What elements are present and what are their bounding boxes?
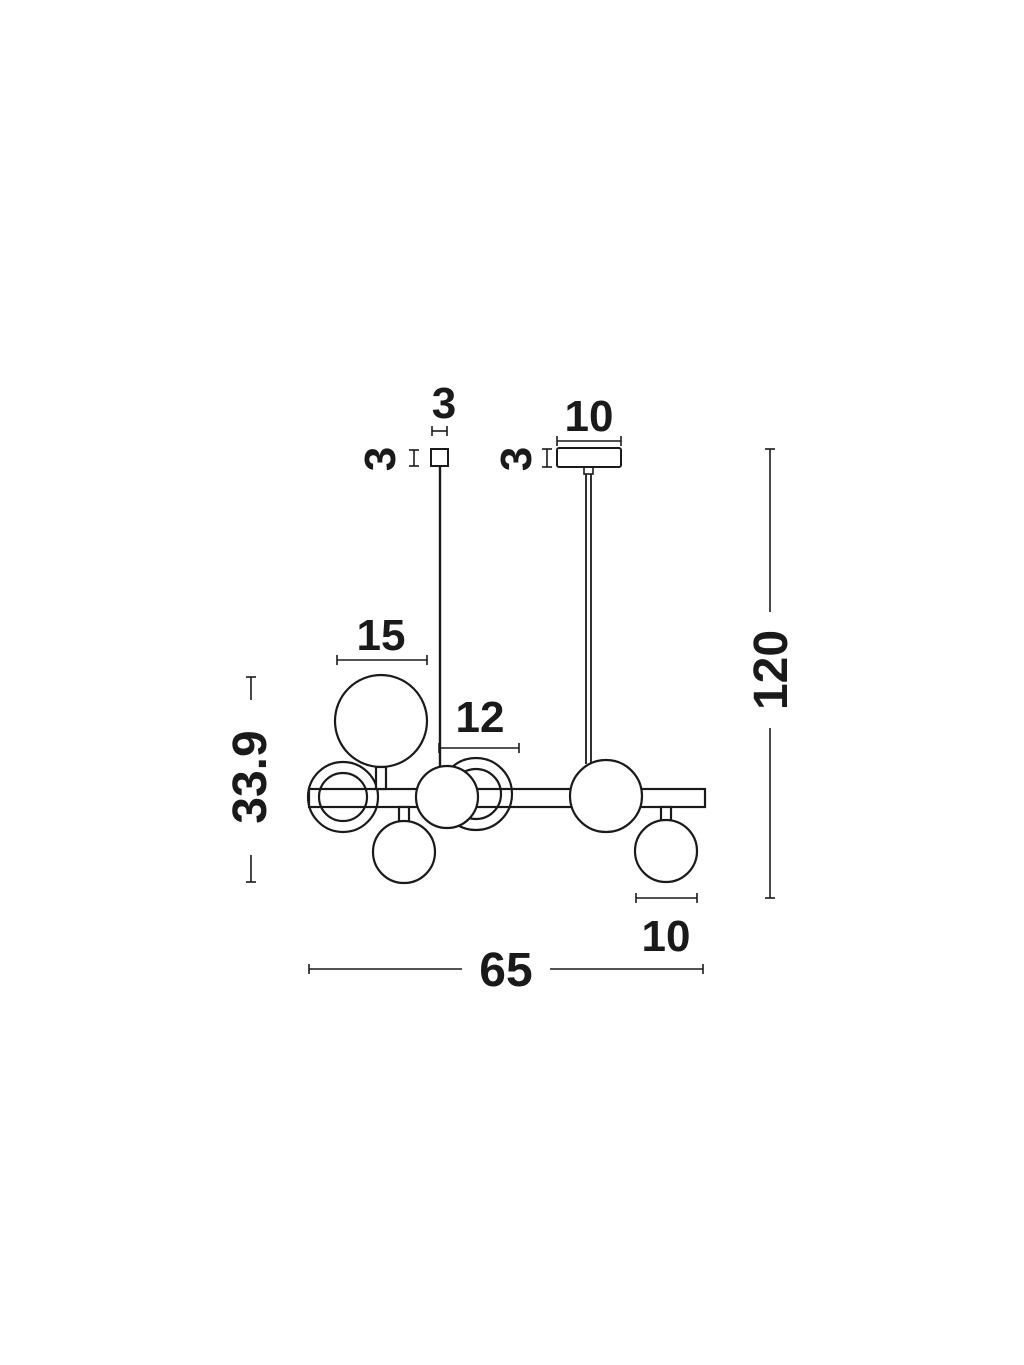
label-total-height: 120: [745, 630, 798, 710]
canopy-small: [430, 448, 449, 467]
globe-bottom-left: [371, 819, 437, 885]
label-canopy-small-height: 3: [356, 447, 405, 471]
label-total-width: 65: [479, 944, 532, 997]
globe-medium-center: [414, 764, 480, 830]
main-bar: [307, 787, 707, 809]
globe-large: [333, 673, 429, 769]
label-canopy-large-width: 10: [565, 392, 614, 441]
label-globe-medium-diameter: 12: [456, 693, 505, 742]
ring-left-inner: [317, 771, 369, 823]
globe-medium-right: [568, 758, 644, 834]
globe-large-stem: [374, 765, 388, 791]
canopy-large-connector: [583, 466, 594, 475]
label-globe-small-diameter: 10: [642, 912, 691, 961]
label-fixture-height: 33.9: [224, 730, 277, 823]
globe-bottom-right: [633, 818, 699, 884]
label-globe-large-diameter: 15: [357, 611, 406, 660]
label-canopy-large-height: 3: [492, 447, 541, 471]
canopy-large: [556, 447, 622, 468]
ring-left-outer: [306, 760, 380, 834]
label-canopy-small-width: 3: [432, 379, 456, 428]
